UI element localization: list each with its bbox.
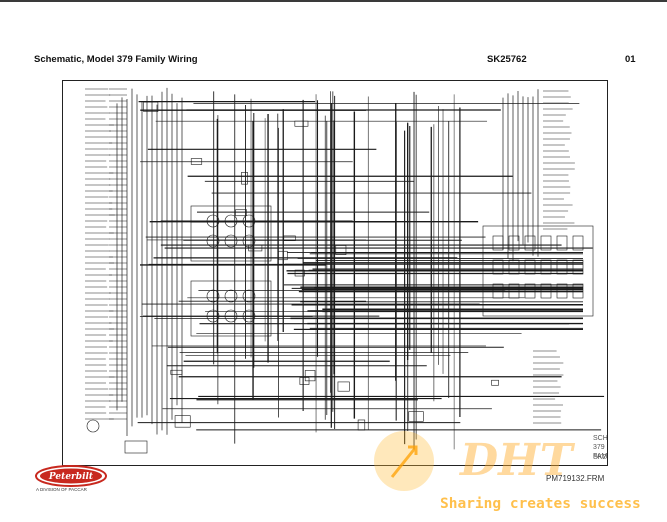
gauge-symbol <box>224 214 238 228</box>
title-block-line-2: 379 FAMILY <box>593 444 608 460</box>
fuse-panel-box <box>482 225 594 317</box>
title-block-line-1: SCHEMATIC- <box>593 435 608 442</box>
relay-box <box>572 283 584 299</box>
gauge-symbol <box>206 289 220 303</box>
relay-box <box>540 235 552 251</box>
gauge-symbol <box>242 289 256 303</box>
ground-symbol <box>86 419 100 433</box>
form-number: PM719132.FRM <box>546 474 605 483</box>
relay-box <box>524 283 536 299</box>
gauge-symbol <box>242 214 256 228</box>
relay-box <box>508 259 520 275</box>
component-box <box>277 250 288 261</box>
relay-box <box>540 259 552 275</box>
relay-box <box>524 259 536 275</box>
document-title: Schematic, Model 379 Family Wiring <box>34 54 198 65</box>
peterbilt-logo: Peterbilt <box>34 465 108 487</box>
component-box <box>294 120 309 127</box>
component-box <box>248 244 263 252</box>
page-number: 01 <box>625 54 636 65</box>
component-box <box>294 269 305 277</box>
logo-wordmark: Peterbilt <box>48 472 94 482</box>
wiring-schematic-drawing <box>85 87 605 454</box>
component-box <box>491 379 499 386</box>
component-box <box>190 158 203 165</box>
component-box <box>170 369 183 375</box>
component-box <box>357 419 366 431</box>
component-box <box>304 370 316 382</box>
component-box <box>335 245 347 255</box>
relay-box <box>508 235 520 251</box>
relay-box <box>556 259 568 275</box>
top-border <box>0 0 667 2</box>
relay-box <box>540 283 552 299</box>
gauge-symbol <box>206 309 220 323</box>
gauge-symbol <box>224 309 238 323</box>
relay-box <box>492 235 504 251</box>
component-box <box>174 415 191 428</box>
component-box <box>408 411 424 422</box>
relay-box <box>492 259 504 275</box>
relay-box <box>556 235 568 251</box>
gauge-panel-box <box>190 205 272 262</box>
relay-box <box>492 283 504 299</box>
gauge-symbol <box>206 214 220 228</box>
gauge-symbol <box>224 234 238 248</box>
gauge-symbol <box>206 234 220 248</box>
title-block-line-3: SK25762 <box>593 454 607 461</box>
schematic-sheet: SCHEMATIC- 379 FAMILY SK25762 <box>62 80 608 466</box>
component-box <box>235 209 247 217</box>
relay-box <box>508 283 520 299</box>
relay-box <box>572 235 584 251</box>
component-box <box>143 101 159 112</box>
component-box <box>241 172 248 185</box>
document-code: SK25762 <box>487 54 527 65</box>
component-box <box>283 235 296 241</box>
connector-box <box>124 440 148 454</box>
component-box <box>337 381 350 392</box>
relay-box <box>556 283 568 299</box>
relay-box <box>524 235 536 251</box>
logo-subtitle: A DIVISION OF PACCAR <box>36 487 87 492</box>
gauge-panel-box <box>190 280 272 337</box>
relay-box <box>572 259 584 275</box>
gauge-symbol <box>242 309 256 323</box>
gauge-symbol <box>224 289 238 303</box>
watermark-slogan: Sharing creates success <box>440 496 641 512</box>
